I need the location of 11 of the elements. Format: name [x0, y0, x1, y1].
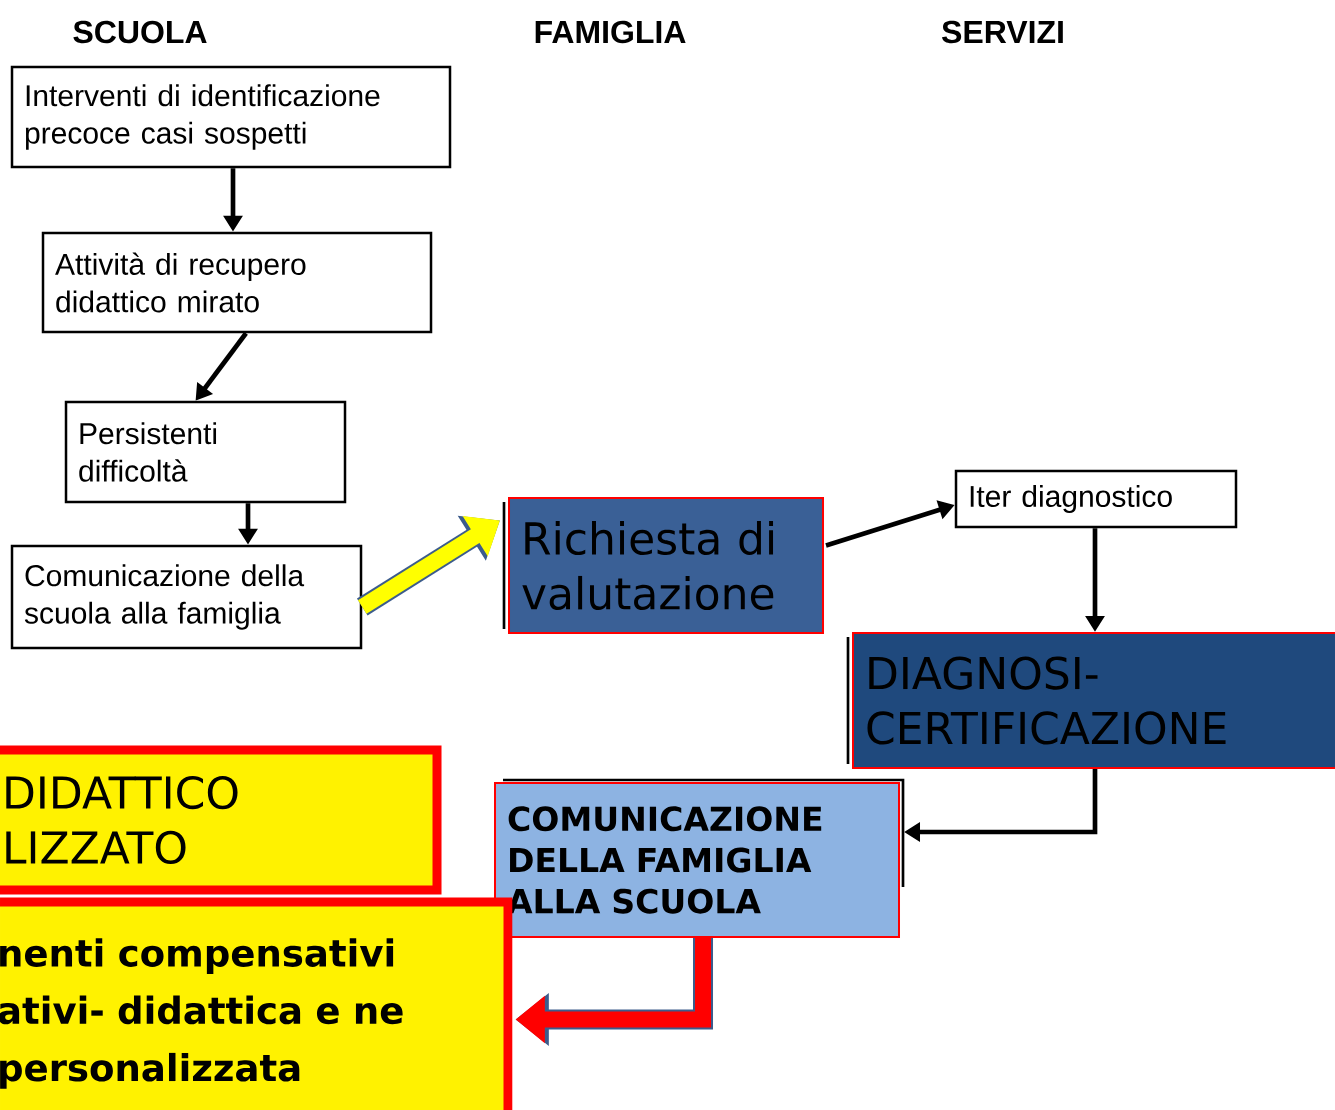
highlight-box: COMUNICAZIONE DELLA FAMIGLIA ALLA SCUOLA	[494, 782, 900, 938]
process-box: Comunicazione della scuola alla famiglia	[10, 544, 363, 650]
column-heading: FAMIGLIA	[535, 20, 686, 44]
column-heading: SERVIZI	[942, 20, 1063, 44]
highlight-box: Richiesta di valutazione	[508, 497, 824, 634]
process-box: Attività di recupero didattico mirato	[41, 231, 433, 334]
highlight-box: DIAGNOSI- CERTIFICAZIONE	[852, 632, 1335, 769]
highlight-box: DIDATTICO LIZZATO	[0, 745, 442, 895]
process-box: Persistenti difficoltà	[64, 400, 347, 504]
process-box: Iter diagnostico	[954, 469, 1238, 529]
process-box: Interventi di identificazione precoce casi sospetti	[10, 65, 452, 169]
